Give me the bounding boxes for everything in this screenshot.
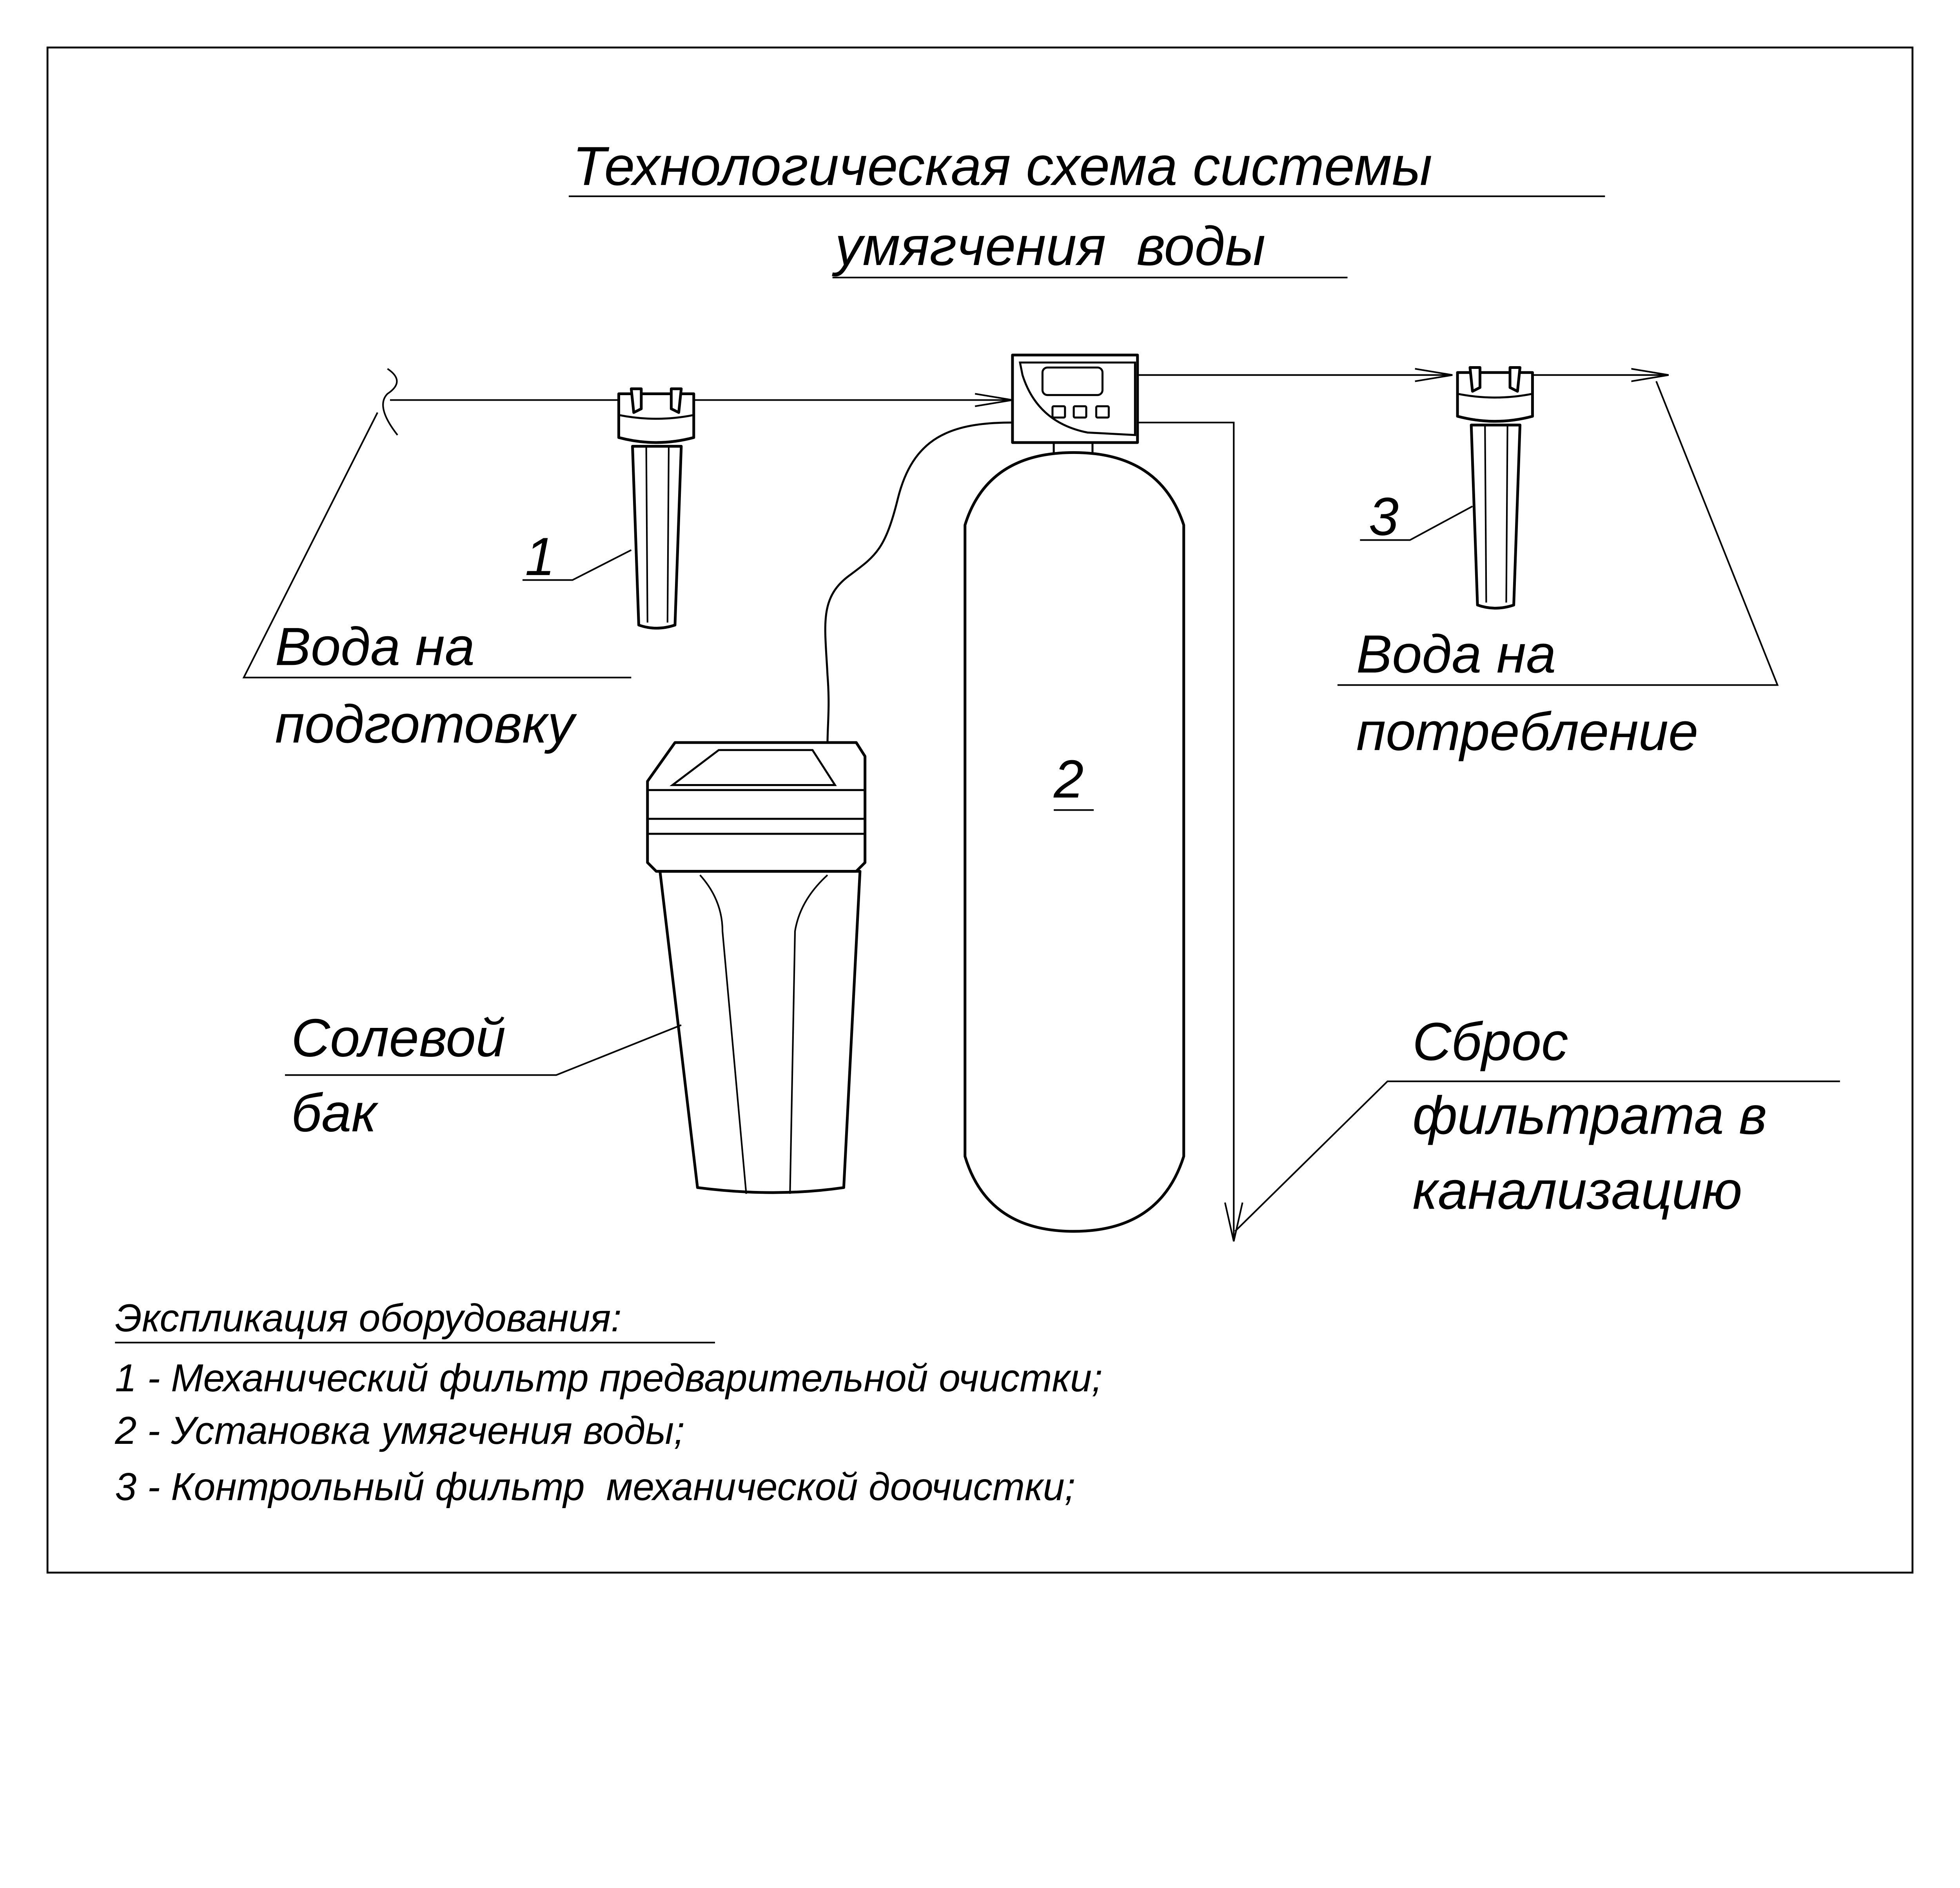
softener-number: 2 (1053, 749, 1083, 809)
brine-tank (646, 741, 867, 1194)
brine-label-2: бак (291, 1083, 379, 1143)
outlet-label-2: потребление (1356, 702, 1699, 762)
filter3-number: 3 (1369, 487, 1399, 547)
title-line-2: умягчения воды (832, 215, 1265, 277)
legend-item: 3 - Контрольный фильтр механической дооч… (115, 1465, 1075, 1509)
legend-item: 2 - Установка умягчения воды; (114, 1409, 684, 1452)
drain-label-1: Сброс (1412, 1012, 1568, 1072)
inlet-label-1: Вода на (275, 617, 475, 677)
brine-label-1: Солевой (291, 1008, 506, 1068)
outlet-label-1: Вода на (1356, 624, 1556, 684)
leader-lines (242, 381, 1840, 1232)
filter1-number: 1 (525, 527, 555, 587)
title-line-1: Технологическая схема системы (572, 135, 1432, 197)
drain-label-3: канализацию (1412, 1161, 1742, 1221)
drain-label-2: фильтрата в (1412, 1086, 1767, 1146)
legend-item: 1 - Механический фильтр предварительной … (115, 1356, 1102, 1400)
control-filter-3 (1456, 366, 1534, 610)
legend-heading: Экспликация оборудования: (115, 1296, 621, 1340)
drawing-frame (46, 46, 1914, 1574)
inlet-label-2: подготовку (275, 694, 577, 754)
softener-tank-2 (964, 354, 1185, 1233)
mechanical-prefilter-1 (617, 387, 695, 630)
pipes (382, 369, 1669, 1242)
equipment-legend: Экспликация оборудования: 1 - Механическ… (114, 1296, 1102, 1508)
water-softening-diagram: Технологическая схема системы умягчения … (46, 46, 1914, 1574)
